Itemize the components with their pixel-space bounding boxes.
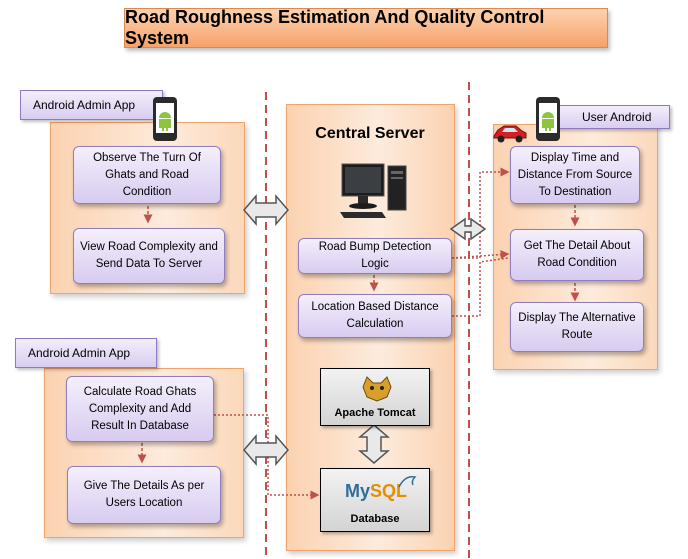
mysql-box: MySQL Database	[320, 468, 430, 532]
tomcat-label: Apache Tomcat	[334, 407, 416, 419]
database-label: Database	[350, 513, 400, 525]
tomcat-box: Apache Tomcat	[320, 368, 430, 426]
tomcat-icon	[362, 376, 392, 402]
diagram-title: Road Roughness Estimation And Quality Co…	[124, 7, 608, 48]
android-phone-icon	[536, 97, 560, 141]
box-calculate-complexity: Calculate Road Ghats Complexity and Add …	[66, 376, 214, 442]
central-server-title: Central Server	[315, 125, 425, 142]
box-road-bump-detection: Road Bump Detection Logic	[298, 238, 452, 274]
double-arrow-icon	[357, 424, 391, 464]
tag-android-admin-top: Android Admin App	[20, 90, 163, 120]
tag-android-admin-bottom: Android Admin App	[15, 338, 157, 368]
double-arrow-icon	[243, 193, 289, 227]
box-location-distance: Location Based Distance Calculation	[298, 294, 452, 338]
box-alternative-route: Display The Alternative Route	[510, 302, 644, 352]
double-arrow-icon	[449, 217, 487, 241]
double-arrow-icon	[243, 433, 289, 467]
box-observe-ghats: Observe The Turn Of Ghats and Road Condi…	[73, 146, 221, 204]
box-display-time-distance: Display Time and Distance From Source To…	[510, 146, 640, 204]
tag-user-android: User Android	[555, 105, 670, 129]
box-view-road-complexity: View Road Complexity and Send Data To Se…	[73, 228, 225, 284]
box-road-condition-detail: Get The Detail About Road Condition	[510, 229, 644, 281]
computer-icon	[340, 163, 407, 218]
car-icon	[493, 125, 527, 143]
mysql-logo-icon: MySQL	[345, 481, 408, 501]
box-give-details: Give The Details As per Users Location	[67, 466, 221, 524]
android-phone-icon	[153, 97, 177, 141]
